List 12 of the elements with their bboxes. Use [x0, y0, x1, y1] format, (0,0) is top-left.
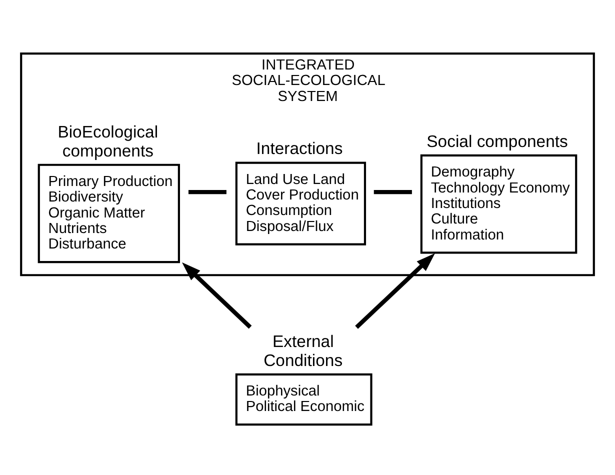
connector — [188, 190, 226, 194]
arrow — [182, 262, 252, 329]
node-box: Demography Technology Economy Institutions Culture Information — [420, 154, 578, 254]
node-box: Primary Production Biodiversity Organic Matter Nutrients Disturbance — [38, 164, 180, 264]
node-label: External Conditions — [264, 332, 343, 370]
node-box: Biophysical Political Economic — [235, 373, 372, 426]
connector — [374, 190, 412, 194]
node-label: Interactions — [256, 139, 343, 158]
arrow — [355, 253, 436, 329]
node-label: BioEcological components — [58, 122, 158, 160]
node-box: Land Use Land Cover Production Consumption Disposal/Flux — [235, 162, 366, 246]
node-label: Social components — [426, 132, 568, 151]
